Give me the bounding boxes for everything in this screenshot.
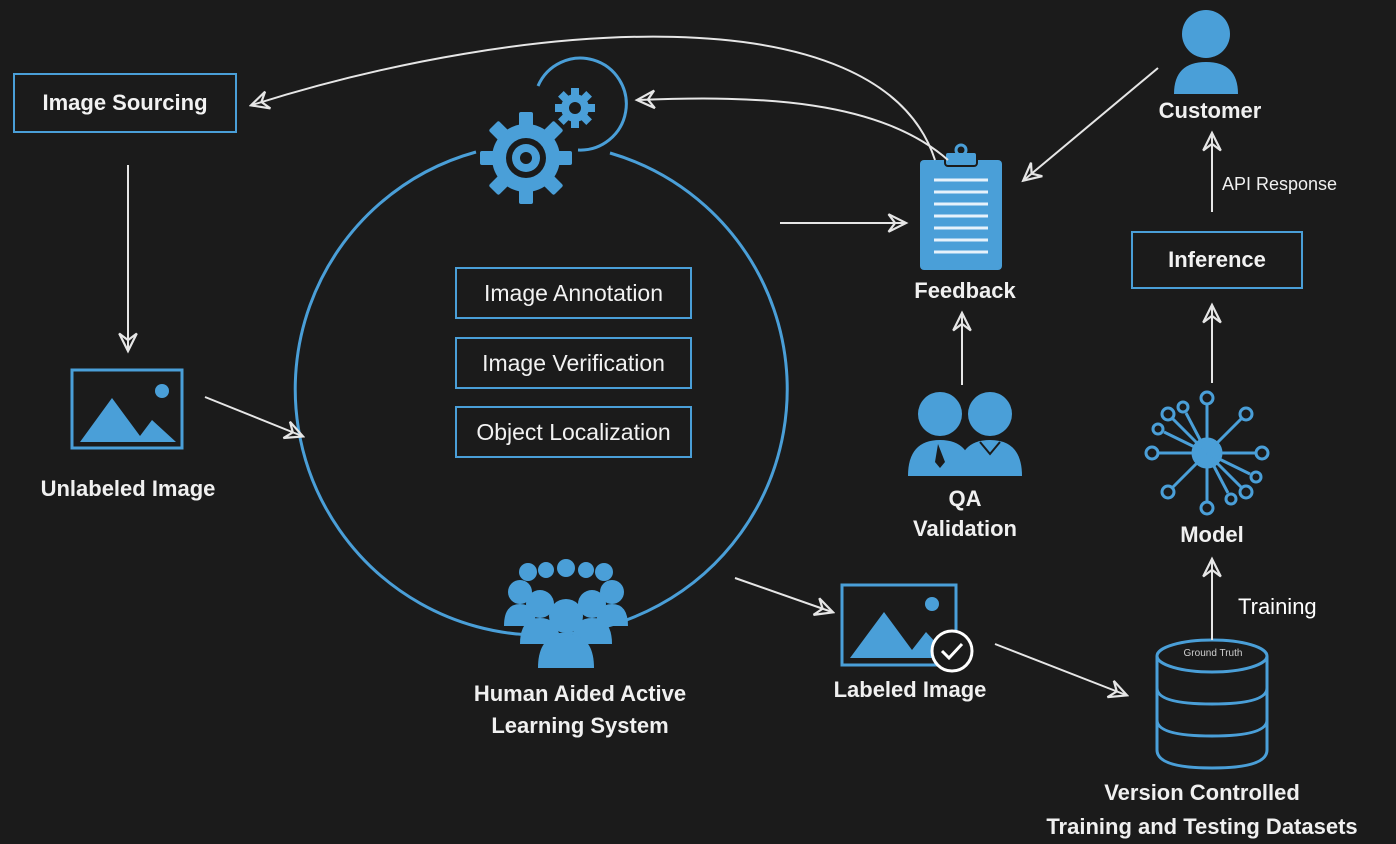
- database-icon: [1155, 638, 1269, 770]
- gear-icon: [480, 88, 595, 204]
- image-annotation-box: Image Annotation: [455, 267, 692, 319]
- arrow-unlabeled-to-cycle: [204, 396, 302, 436]
- object-localization-label: Object Localization: [476, 418, 671, 445]
- human-aided-label: Human Aided Active Learning System: [430, 678, 730, 742]
- inference-node: Inference: [1131, 231, 1303, 289]
- team-icon: [908, 392, 1022, 476]
- team-icon: [504, 559, 628, 668]
- arrow-feedback-to-sourcing: [252, 35, 936, 161]
- human-aided-line1: Human Aided Active: [473, 681, 687, 706]
- image-icon: [840, 583, 958, 667]
- unlabeled-image-label: Unlabeled Image: [40, 476, 216, 501]
- image-icon: [70, 368, 184, 450]
- dataset-label: Version Controlled Training and Testing …: [1010, 776, 1394, 844]
- gear-arc: [536, 56, 628, 152]
- labeled-image-label: Labeled Image: [833, 677, 987, 702]
- qa-validation-label: QA Validation: [890, 484, 1040, 544]
- arrow-customer-to-feedback: [1024, 67, 1159, 180]
- model-label: Model: [1180, 522, 1244, 547]
- human-aided-line2: Learning System: [491, 713, 669, 738]
- learning-cycle-circle: [293, 150, 789, 637]
- qa-line2: Validation: [913, 516, 1017, 541]
- dataset-line2: Training and Testing Datasets: [1046, 814, 1358, 839]
- clipboard-icon: [920, 143, 1002, 270]
- arrow-labeled-to-dataset: [994, 643, 1126, 695]
- image-verification-label: Image Verification: [482, 349, 665, 376]
- image-annotation-label: Image Annotation: [483, 279, 664, 306]
- image-verification-box: Image Verification: [455, 337, 692, 389]
- api-response-label: API Response: [1222, 174, 1338, 194]
- arrow-cycle-to-labeled: [734, 577, 832, 612]
- user-icon: [1174, 10, 1238, 94]
- inference-label: Inference: [1168, 247, 1266, 272]
- ground-truth-label: Ground Truth: [1183, 648, 1243, 659]
- network-icon: [1144, 390, 1270, 516]
- dataset-line1: Version Controlled: [1104, 780, 1300, 805]
- checkmark-icon: [930, 629, 974, 673]
- image-sourcing-node: Image Sourcing: [13, 73, 237, 133]
- training-label: Training: [1238, 594, 1317, 619]
- feedback-label: Feedback: [914, 278, 1016, 303]
- image-sourcing-label: Image Sourcing: [42, 90, 208, 115]
- object-localization-box: Object Localization: [455, 406, 692, 458]
- qa-line1: QA: [948, 486, 982, 511]
- customer-label: Customer: [1158, 98, 1262, 123]
- arrow-feedback-to-gear: [638, 99, 949, 161]
